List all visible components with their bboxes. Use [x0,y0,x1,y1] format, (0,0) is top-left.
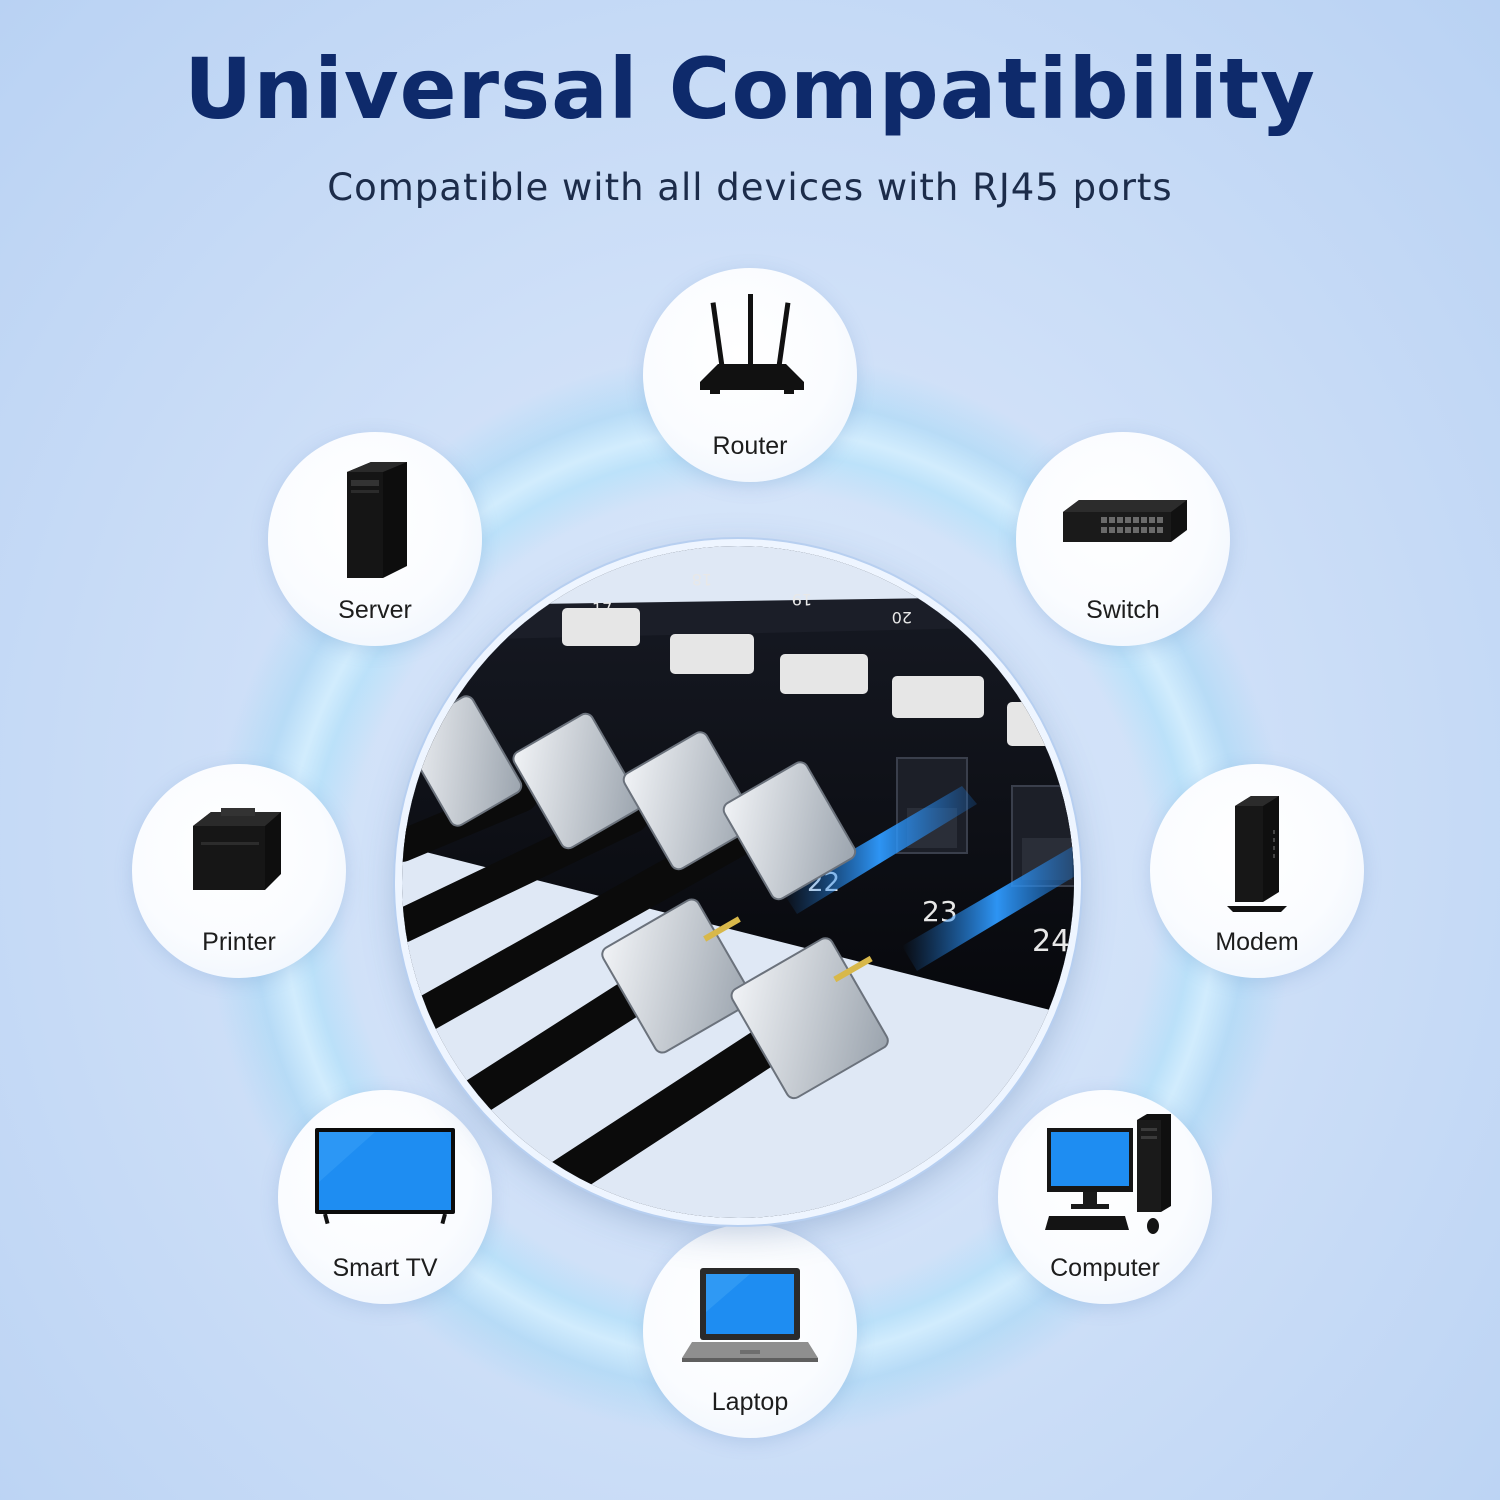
device-smart-tv: Smart TV [278,1090,492,1304]
computer-icon [1045,1114,1171,1234]
device-label: Computer [1050,1254,1160,1282]
device-label: Printer [202,928,276,956]
device-label: Modem [1215,928,1299,956]
device-switch: Switch [1016,432,1230,646]
laptop-icon [682,1268,818,1362]
printer-icon [193,808,281,890]
port-label: 18 [692,570,712,589]
switch-icon [1063,500,1187,542]
device-printer: Printer [132,764,346,978]
device-modem: Modem [1150,764,1364,978]
device-label: Smart TV [332,1254,438,1282]
page-subtitle: Compatible with all devices with RJ45 po… [327,166,1173,209]
device-computer: Computer [998,1090,1212,1304]
device-label: Laptop [711,1388,789,1416]
patch-panel-illustration: 17 18 19 20 21 22 23 24 [402,546,1074,1218]
device-server: Server [268,432,482,646]
server-icon [347,462,407,578]
device-label: Server [338,596,412,624]
modem-icon [1227,796,1287,912]
port-label: 24 [1032,924,1070,959]
device-label: Router [712,432,788,460]
router-icon [700,294,804,394]
page-title: Universal Compatibility [184,40,1316,138]
device-router: Router [643,268,857,482]
device-label: Switch [1086,596,1160,624]
port-label: 20 [892,608,912,627]
patch-panel-image: 17 18 19 20 21 22 23 24 [402,546,1074,1218]
port-label: 19 [792,590,812,609]
device-laptop: Laptop [643,1224,857,1438]
tv-icon [315,1128,455,1225]
